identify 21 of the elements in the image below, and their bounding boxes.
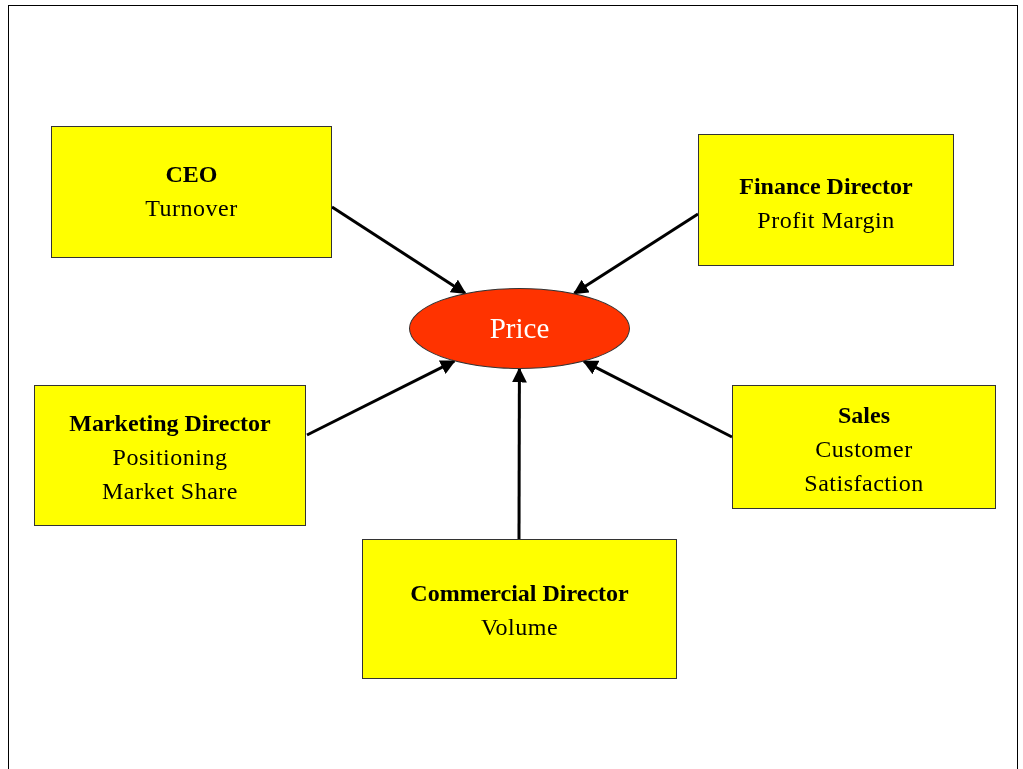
role-box — [698, 134, 954, 266]
arrow — [331, 205, 467, 295]
role-box — [362, 539, 677, 679]
arrow — [573, 212, 699, 295]
node-label: Price — [489, 312, 550, 345]
role-goal: Profit Margin — [757, 206, 895, 235]
role-title: Commercial Director — [410, 579, 629, 608]
arrow — [511, 367, 527, 539]
role-goal: Customer Satisfaction — [803, 435, 925, 498]
role-title: Sales — [838, 401, 890, 430]
role-goal: Volume — [480, 613, 559, 642]
role-box — [732, 385, 996, 509]
arrow — [306, 359, 456, 437]
role-title: CEO — [165, 160, 218, 189]
role-box — [34, 385, 306, 526]
role-box — [51, 126, 332, 258]
role-goal: Turnover — [145, 194, 238, 223]
role-title: Finance Director — [739, 172, 913, 201]
role-goal: Positioning Market Share — [101, 443, 239, 506]
role-title: Marketing Director — [69, 409, 271, 438]
arrow — [582, 360, 733, 439]
